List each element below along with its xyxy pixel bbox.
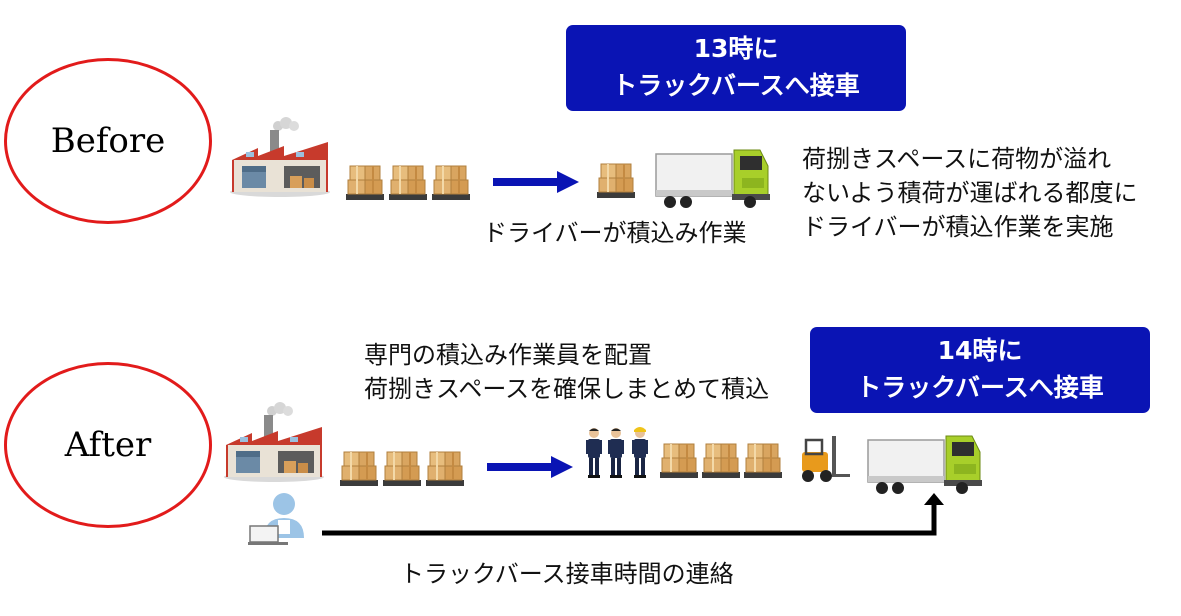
before-description-line: ないよう積荷が運ばれる都度に — [802, 179, 1138, 207]
after-loading-pallet-icon — [743, 443, 783, 479]
after-label: After — [64, 425, 152, 465]
before-description-line: ドライバーが積込作業を実施 — [802, 213, 1114, 241]
after-loading-pallet-icon — [659, 443, 699, 479]
before-factory-icon — [230, 117, 330, 197]
before-loading-pallet-icon — [596, 163, 636, 199]
after-circle: After — [4, 362, 212, 528]
after-description-line: 荷捌きスペースを確保しまとめて積込 — [364, 375, 770, 403]
after-cargo-pallet-icon — [339, 451, 379, 487]
forklift-icon — [802, 436, 850, 482]
after-time-line1: 14時に — [937, 336, 1023, 365]
after-description: 専門の積込み作業員を配置 荷捌きスペースを確保しまとめて積込 — [364, 338, 769, 406]
before-circle: Before — [4, 58, 212, 224]
before-cargo-pallet-icon — [388, 165, 428, 201]
before-label: Before — [50, 121, 166, 161]
before-time-line1: 13時に — [693, 34, 779, 63]
worker-icon — [586, 428, 602, 478]
before-cargo-pallet-icon — [345, 165, 385, 201]
before-description-line: 荷捌きスペースに荷物が溢れ — [802, 145, 1112, 173]
after-truck-icon — [867, 435, 983, 495]
after-cargo-pallet-icon — [425, 451, 465, 487]
before-truck-icon — [655, 149, 771, 209]
office-worker-icon — [248, 493, 304, 545]
before-time-box: 13時に トラックバースへ接車 — [566, 25, 906, 111]
after-time-box: 14時に トラックバースへ接車 — [810, 327, 1150, 413]
contact-caption: トラックバース接車時間の連絡 — [400, 560, 734, 588]
worker-icon — [608, 428, 624, 478]
after-flow-arrow — [487, 456, 573, 478]
contact-arrow — [322, 493, 944, 536]
after-cargo-pallet-icon — [382, 451, 422, 487]
worker-icon — [632, 427, 648, 478]
before-description: 荷捌きスペースに荷物が溢れ ないよう積荷が運ばれる都度に ドライバーが積込作業を… — [802, 142, 1138, 244]
before-caption: ドライバーが積込み作業 — [483, 219, 747, 247]
before-flow-arrow — [493, 171, 579, 193]
after-description-line: 専門の積込み作業員を配置 — [364, 341, 652, 369]
before-time-line2: トラックバースへ接車 — [612, 71, 860, 100]
before-cargo-pallet-icon — [431, 165, 471, 201]
after-factory-icon — [224, 402, 324, 482]
after-loading-pallet-icon — [701, 443, 741, 479]
after-time-line2: トラックバースへ接車 — [856, 373, 1104, 402]
